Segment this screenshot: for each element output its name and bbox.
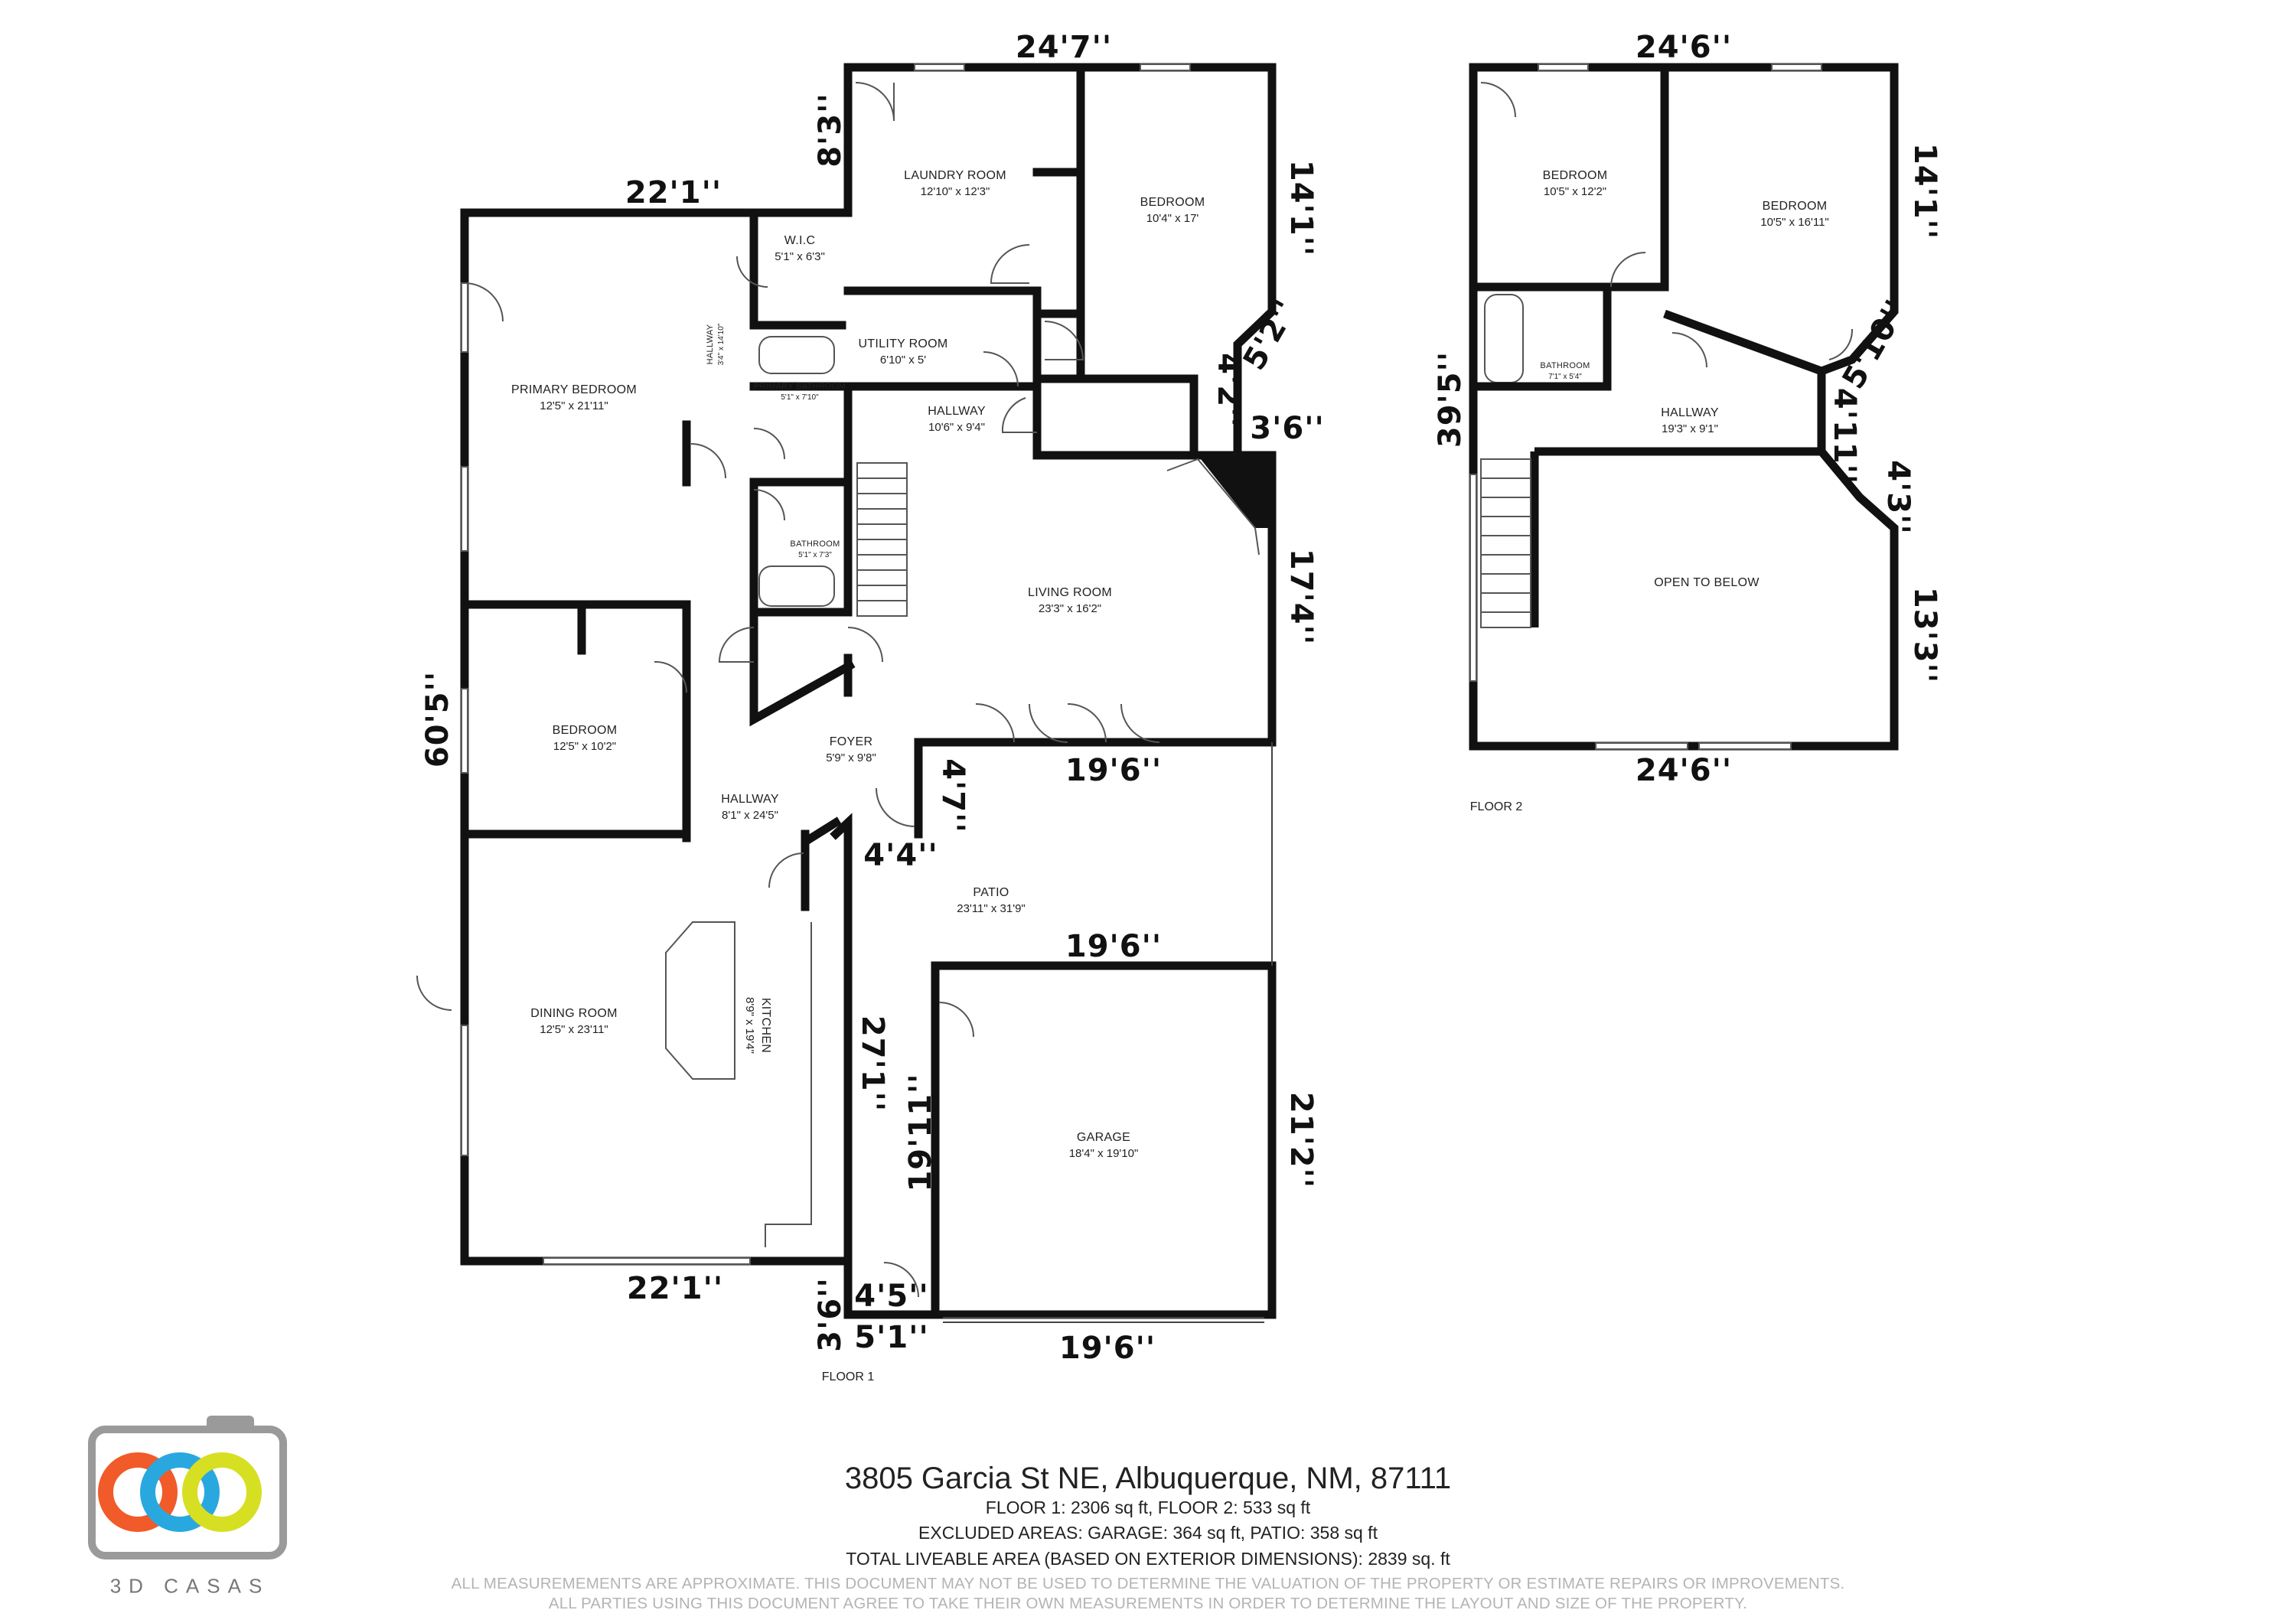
wall-floor2-bed-divider: [1607, 67, 1669, 292]
wall-floor1-wic: [749, 208, 846, 330]
door-swings: [416, 82, 1160, 1298]
kitchen-island: [665, 921, 735, 1080]
wall-floor2-bath: [1473, 282, 1612, 391]
dim-west-total: 60'5'': [420, 670, 455, 768]
stairs-floor1: [856, 462, 908, 617]
kitchen-counter: [765, 922, 812, 1247]
dim-garage-east: 21'2'': [1283, 1091, 1319, 1189]
total-area: TOTAL LIVEABLE AREA (BASED ON EXTERIOR D…: [846, 1549, 1450, 1569]
3d-casas-logo: [88, 1416, 287, 1559]
windows: [461, 64, 1191, 1265]
windows-floor2: [1469, 64, 1822, 750]
wall-floor1-kitchen-col: [801, 816, 842, 911]
wall-floor1-primary-west: [460, 208, 853, 1266]
dim-patio-west: 19'11'': [903, 1073, 938, 1192]
dim-3-6-bottom: 3'6'': [813, 1277, 848, 1352]
wall-floor1-primary-south: [460, 600, 691, 842]
dim-east-north: 14'1'': [1283, 159, 1319, 257]
stairs-floor2: [1480, 458, 1531, 628]
wall-floor1-top-north: [843, 63, 1277, 747]
floor2-label: FLOOR 2: [1469, 800, 1523, 813]
wall-floor1-bedroom-closet: [1032, 63, 1085, 383]
dim-3-6-top: 3'6'': [1250, 411, 1325, 446]
wall-floor1-bedroom: [460, 600, 691, 839]
dim-bottom-west: 22'1'': [626, 1271, 724, 1306]
excluded-areas: EXCLUDED AREAS: GARAGE: 364 sq ft, PATIO…: [918, 1523, 1378, 1543]
garage-door: [943, 1317, 1264, 1323]
property-address: 3805 Garcia St NE, Albuquerque, NM, 8711…: [844, 1462, 1452, 1495]
dim-4-7: 4'7'': [935, 758, 970, 833]
fireplace-hearth: [1166, 458, 1260, 556]
dim-4-4: 4'4'': [863, 838, 938, 873]
wall-floor1-foyer: [749, 608, 856, 727]
bathtub-hall: [758, 565, 835, 607]
wall-floor2-openbelow: [1530, 447, 1821, 627]
dim-4-2: 4'2'': [1211, 353, 1246, 428]
dim-top-north: 24'7'': [1015, 30, 1113, 65]
dim-east-living: 17'4'': [1283, 548, 1319, 646]
floor1-label: FLOOR 1: [821, 1370, 875, 1383]
dim-4-5: 4'5'': [854, 1279, 929, 1314]
dim-kitchen-east: 27'1'': [855, 1015, 890, 1113]
dim-5-1: 5'1'': [854, 1320, 929, 1355]
dim-garage-top: 19'6'': [1065, 929, 1163, 964]
disclaimer-line-2: ALL PARTIES USING THIS DOCUMENT AGREE TO…: [548, 1595, 1748, 1612]
wall-floor1-bath: [749, 382, 853, 617]
dim-laundry-height: 8'3'': [813, 93, 848, 168]
wall-floor2-bed2-south: [1663, 309, 1823, 376]
dim-living-south: 19'6'': [1065, 753, 1163, 788]
wall-floor1-top-primary: [460, 63, 853, 217]
brand-name: 3D CASAS: [109, 1574, 270, 1598]
bathtub-floor2: [1484, 294, 1524, 383]
fireplace: [1198, 455, 1270, 528]
bathtub-primary: [758, 336, 835, 374]
dim-f2-top: 24'6'': [1635, 30, 1733, 65]
dim-top-primary: 22'1'': [625, 175, 722, 210]
dim-f2-bottom: 24'6'': [1635, 753, 1733, 788]
dim-f2-west: 39'5'': [1433, 350, 1468, 448]
room-f2-open-to-below: OPEN TO BELOW: [1654, 576, 1760, 590]
wall-floor1-foyer-east: [830, 738, 923, 1266]
dim-f2-east-north: 14'1'': [1907, 142, 1942, 240]
dim-f2-4-11: 4'11'': [1827, 387, 1862, 485]
dim-f2-east-south: 13'3'': [1907, 586, 1942, 684]
wall-floor1-hallway-block: [843, 374, 1277, 460]
dim-f2-4-3: 4'3'': [1880, 460, 1916, 535]
dim-garage-bottom: 19'6'': [1058, 1331, 1156, 1366]
floor-areas: FLOOR 1: 2306 sq ft, FLOOR 2: 533 sq ft: [985, 1498, 1311, 1517]
wall-floor1-bottom: [843, 1256, 940, 1319]
disclaimer-line-1: ALL MEASUREMEMENTS ARE APPROXIMATE. THIS…: [451, 1575, 1845, 1592]
